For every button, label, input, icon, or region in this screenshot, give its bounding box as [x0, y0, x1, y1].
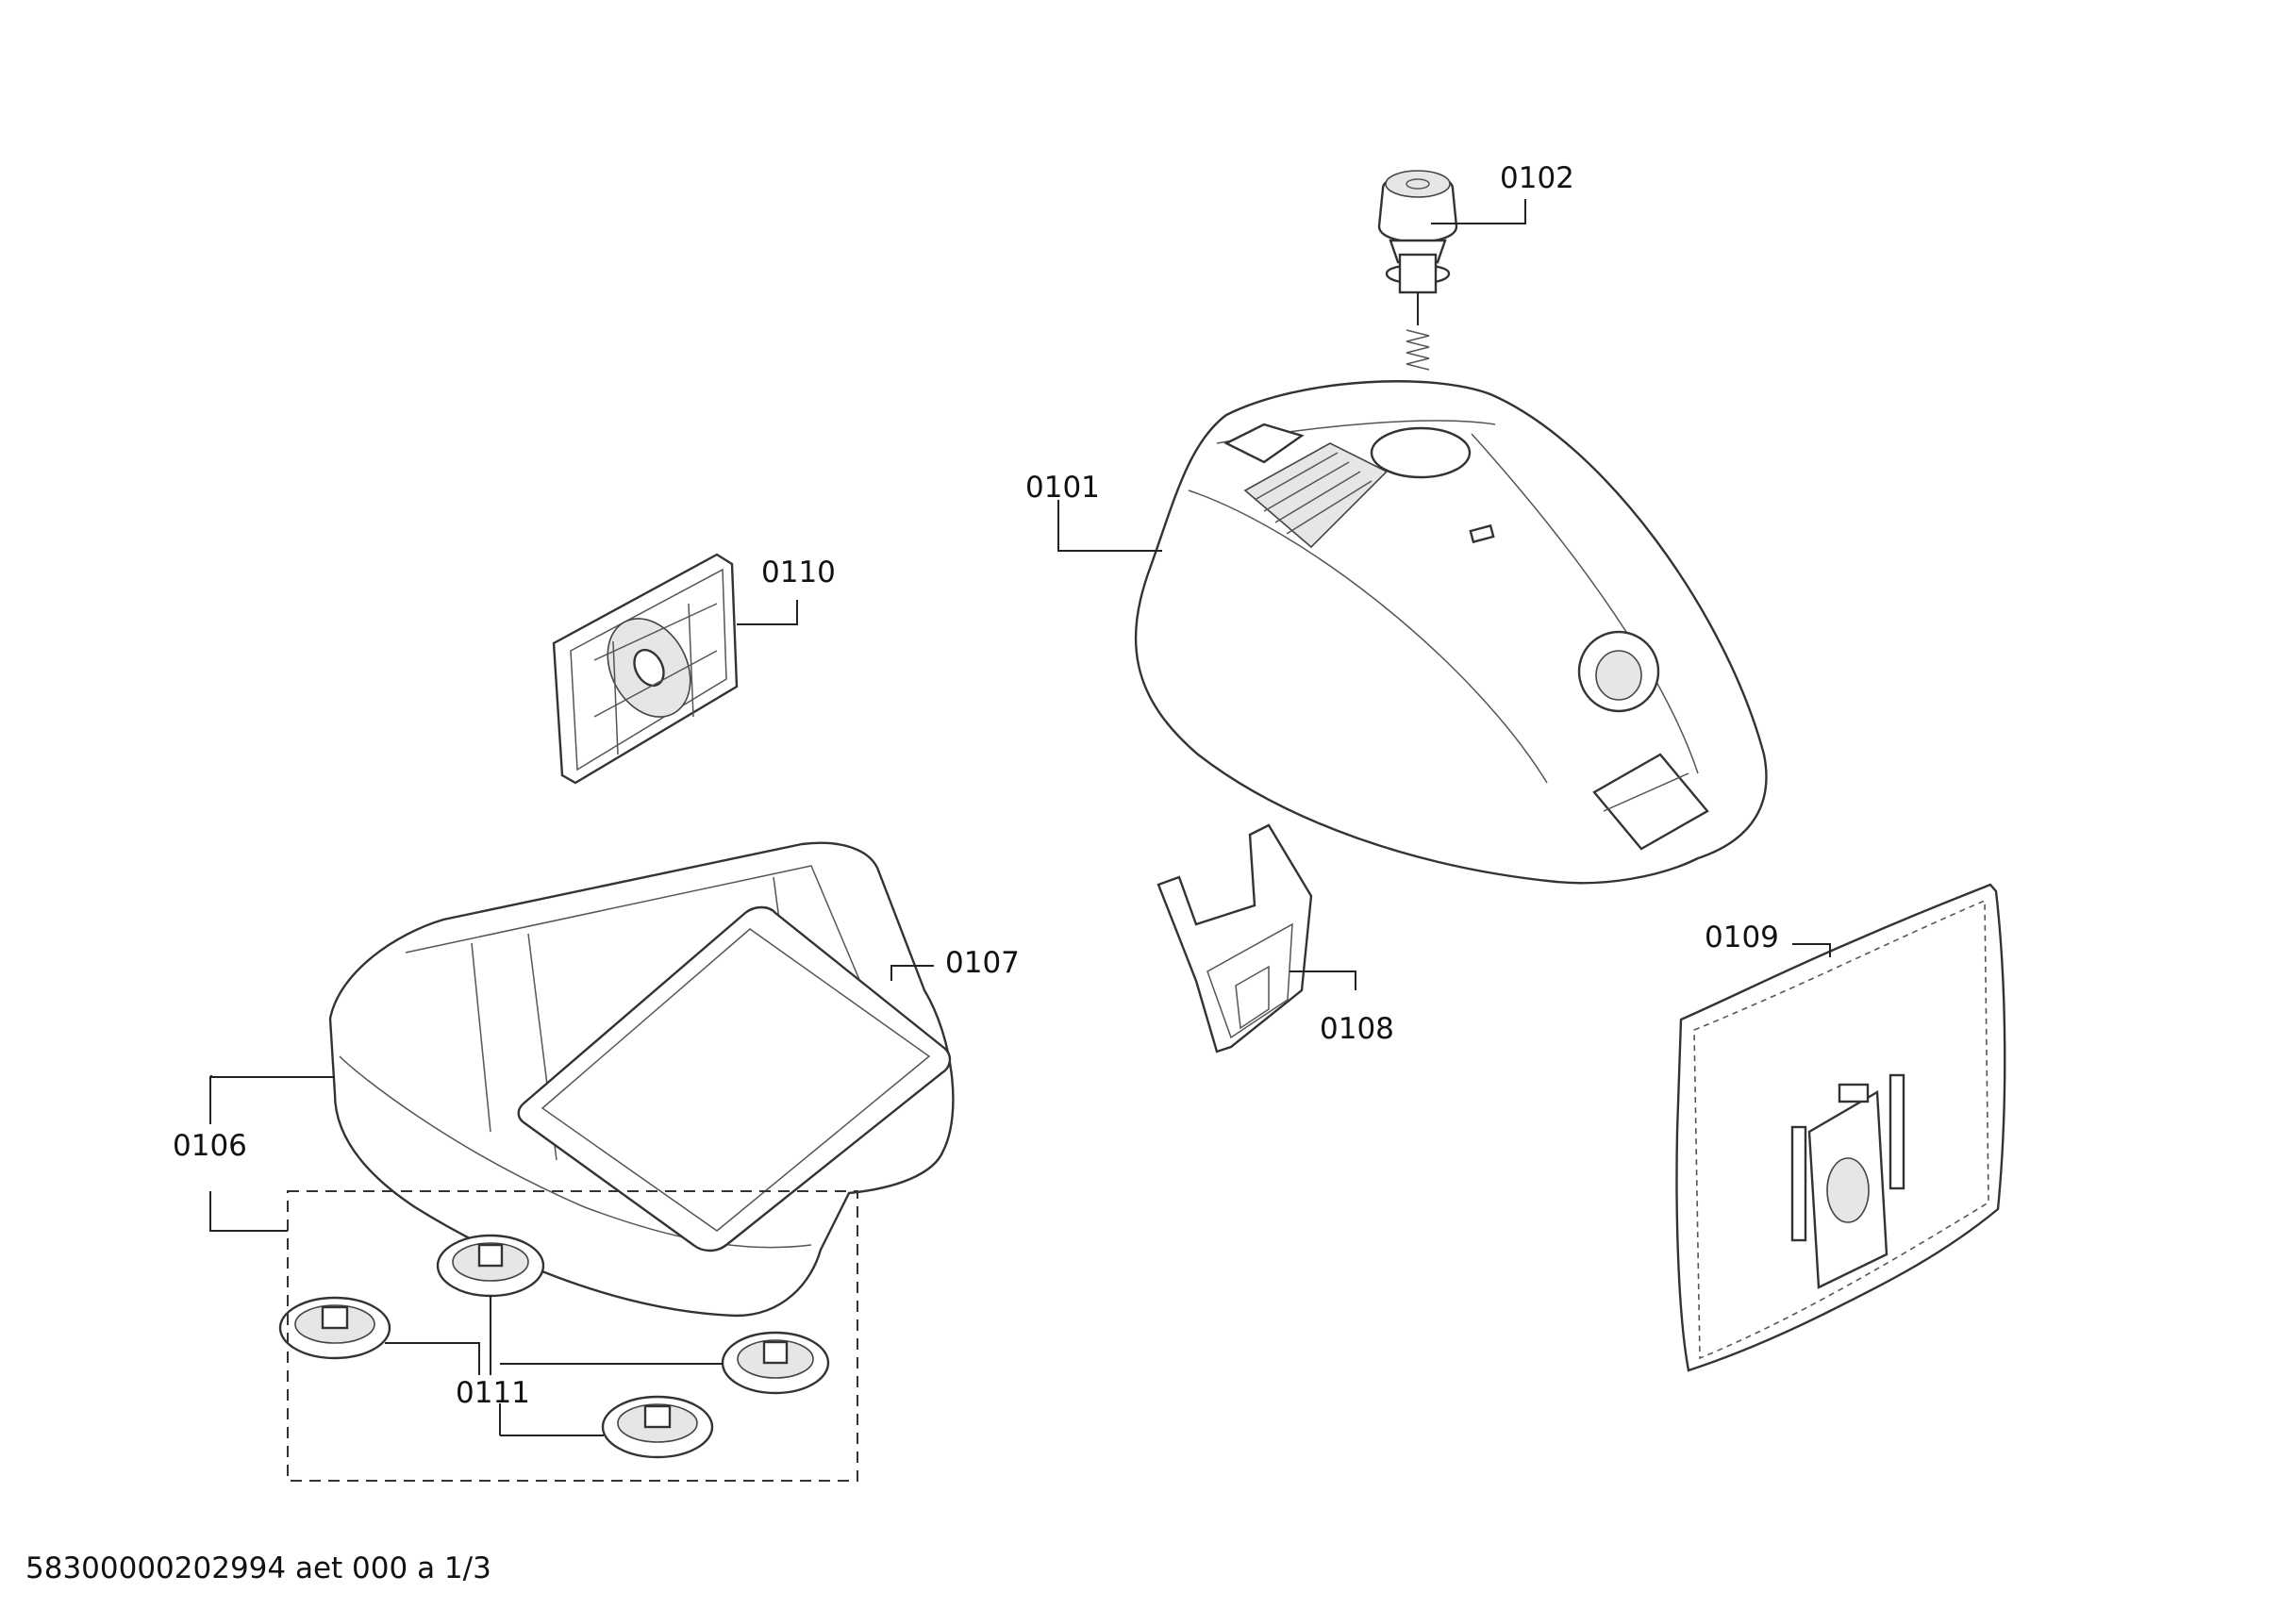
part-0102-knob — [1377, 170, 1458, 371]
label-0101: 0101 — [1025, 471, 1100, 505]
part-0108-bag-holder — [1156, 823, 1313, 1053]
label-0102: 0102 — [1500, 161, 1574, 195]
label-0106: 0106 — [173, 1129, 247, 1163]
part-0101-housing-cover — [1134, 380, 1768, 885]
label-0111: 0111 — [456, 1376, 530, 1410]
leader-lines — [209, 199, 1831, 1436]
label-0108: 0108 — [1320, 1012, 1394, 1046]
label-0107: 0107 — [945, 946, 1020, 980]
part-0107-seal-frame — [517, 905, 952, 1252]
label-0109: 0109 — [1705, 921, 1779, 954]
part-0110-filter-grille — [552, 553, 739, 785]
document-code: 58300000202994 aet 000 a 1/3 — [25, 1551, 491, 1585]
part-0109-dust-bag — [1675, 883, 2006, 1372]
label-0110: 0110 — [761, 556, 836, 589]
